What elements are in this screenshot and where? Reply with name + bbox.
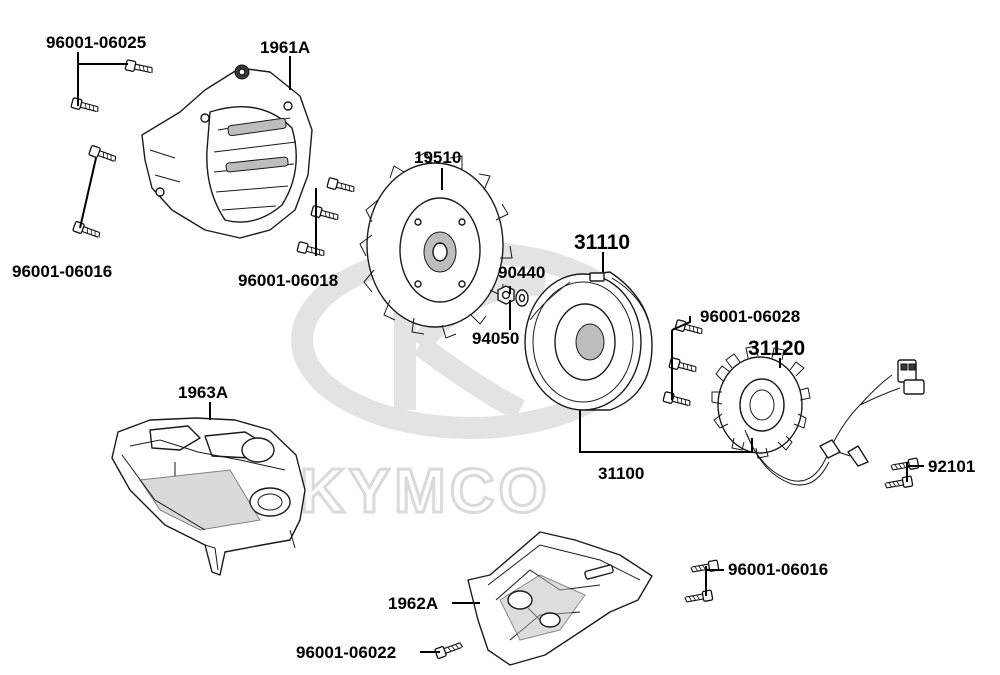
bolt-96001-06018-a xyxy=(326,176,357,195)
bolt-96001-06028-b xyxy=(668,356,699,375)
bolt-96001-06025-upper xyxy=(124,59,155,76)
nut-94050 xyxy=(497,285,515,305)
label-1963A: 1963A xyxy=(178,383,228,402)
label-92101: 92101 xyxy=(928,457,975,476)
bolt-96001-06018-c xyxy=(296,240,327,259)
label-1962A: 1962A xyxy=(388,594,438,613)
bolt-92101-b xyxy=(883,475,914,492)
bolt-96001-06022 xyxy=(434,639,465,660)
bolt-96001-06016-right-b xyxy=(683,589,714,606)
bolt-96001-06016-right-a xyxy=(689,559,720,576)
shroud-1963A xyxy=(111,417,306,576)
label-96001-06018: 96001-06018 xyxy=(238,271,338,290)
label-31100: 31100 xyxy=(598,464,644,483)
leader-lines xyxy=(77,52,924,653)
bolt-96001-06016-upper xyxy=(88,144,119,165)
label-96001-06016-right: 96001-06016 xyxy=(728,560,828,579)
stator-wire-harness xyxy=(744,359,925,486)
label-96001-06022: 96001-06022 xyxy=(296,643,396,662)
fan-cover-1961A xyxy=(141,64,313,239)
bolt-96001-06016-lower xyxy=(72,220,103,241)
stator-31120 xyxy=(711,345,811,459)
label-94050: 94050 xyxy=(472,329,519,348)
flywheel-rotor-31110 xyxy=(524,271,653,411)
label-19510: 19510 xyxy=(414,148,461,167)
label-1961A: 1961A xyxy=(260,38,310,57)
flywheel-fan-19510 xyxy=(359,151,513,339)
lower-cover-1962A xyxy=(467,531,653,666)
bolt-96001-06025-lower xyxy=(70,96,101,115)
label-96001-06016-left: 96001-06016 xyxy=(12,262,112,281)
washer-90440 xyxy=(515,289,529,307)
label-96001-06025: 96001-06025 xyxy=(46,33,146,52)
bolt-96001-06028-c xyxy=(662,390,693,409)
label-96001-06028: 96001-06028 xyxy=(700,307,800,326)
label-31120: 31120 xyxy=(748,337,805,360)
label-31110: 31110 xyxy=(574,231,630,254)
label-90440: 90440 xyxy=(498,263,545,282)
watermark-text: KYMCO xyxy=(300,457,551,526)
part-labels: 96001-06025 1961A 96001-06016 19510 9600… xyxy=(12,33,975,662)
